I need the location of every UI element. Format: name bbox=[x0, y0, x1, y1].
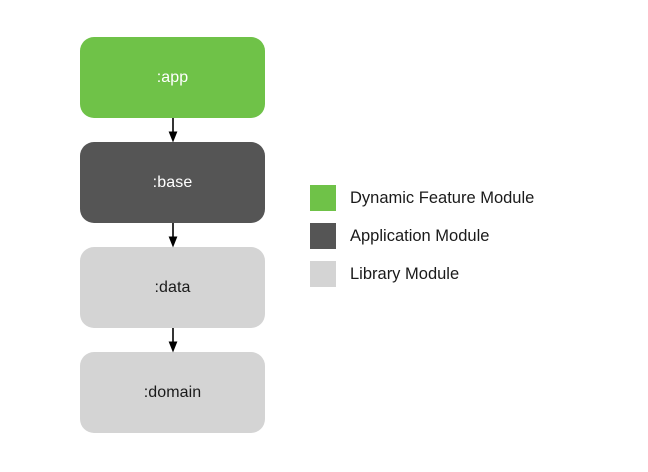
node-base-label: :base bbox=[152, 173, 193, 191]
legend: Dynamic Feature Module Application Modul… bbox=[310, 185, 534, 287]
legend-swatch-application-module bbox=[310, 223, 336, 249]
node-data[interactable]: :data bbox=[80, 247, 265, 328]
legend-item-library-module: Library Module bbox=[310, 261, 534, 287]
edge-app-to-base-arrow-icon bbox=[168, 118, 178, 143]
legend-item-dynamic-feature-module: Dynamic Feature Module bbox=[310, 185, 534, 211]
edge-base-to-data-arrow-icon bbox=[168, 223, 178, 248]
node-domain-label: :domain bbox=[143, 383, 202, 401]
legend-item-application-module: Application Module bbox=[310, 223, 534, 249]
node-data-label: :data bbox=[154, 278, 191, 296]
node-app[interactable]: :app bbox=[80, 37, 265, 118]
node-app-label: :app bbox=[156, 68, 189, 86]
legend-swatch-dynamic-feature-module bbox=[310, 185, 336, 211]
legend-label-dynamic-feature-module: Dynamic Feature Module bbox=[350, 188, 535, 207]
legend-label-application-module: Application Module bbox=[350, 226, 490, 245]
node-base[interactable]: :base bbox=[80, 142, 265, 223]
node-domain[interactable]: :domain bbox=[80, 352, 265, 433]
legend-swatch-library-module bbox=[310, 261, 336, 287]
edge-data-to-domain-arrow-icon bbox=[168, 328, 178, 353]
legend-label-library-module: Library Module bbox=[350, 264, 460, 283]
